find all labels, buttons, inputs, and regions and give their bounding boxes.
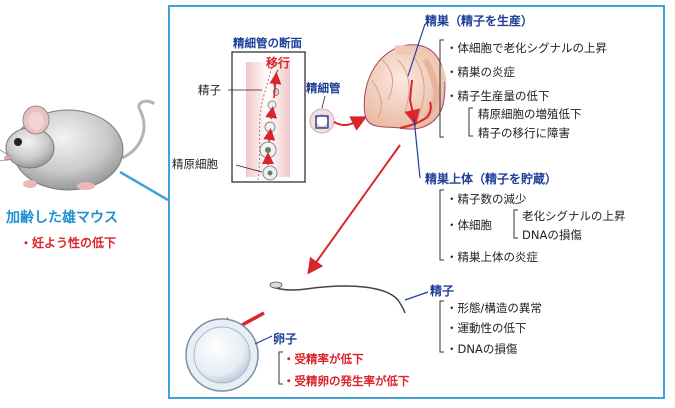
epididymis-title: 精巣上体（精子を貯蔵） bbox=[425, 172, 558, 186]
tubule-title: 精細管の断面 bbox=[233, 36, 302, 50]
tubule-closeup bbox=[309, 95, 368, 134]
epididymis-item-text: 精子数の減少 bbox=[457, 192, 527, 206]
sperm-title: 精子 bbox=[430, 284, 455, 298]
mouse-illustration bbox=[0, 99, 156, 191]
sperm-illustration bbox=[269, 281, 429, 314]
sperm-item: ・形態/構造の異常 bbox=[446, 301, 542, 315]
tubule-migration-label: 移行 bbox=[266, 56, 291, 70]
egg-item: ・受精卵の発生率が低下 bbox=[283, 374, 410, 388]
sperm-item-text: 形態/構造の異常 bbox=[457, 301, 542, 315]
mouse-point-text: 妊よう性の低下 bbox=[32, 236, 117, 250]
sperm-item-text: 運動性の低下 bbox=[457, 321, 527, 335]
tubule-sperm-label: 精子 bbox=[198, 83, 221, 97]
arrow-to-sperm bbox=[307, 144, 401, 275]
mouse-connector-line bbox=[119, 170, 169, 202]
testis-item: ・精巣の炎症 bbox=[446, 65, 516, 79]
egg-item: ・受精率が低下 bbox=[283, 352, 364, 366]
testis-title: 精巣（精子を生産） bbox=[425, 14, 534, 28]
egg-item-text: 受精率が低下 bbox=[294, 352, 364, 366]
seminiferous-tubule-label: 精細管 bbox=[306, 81, 341, 95]
egg-title: 卵子 bbox=[273, 332, 298, 346]
testis-item: ・精子生産量の低下 bbox=[446, 89, 550, 103]
mouse-title: 加齢した雄マウス bbox=[6, 210, 118, 226]
sperm-item: ・DNAの損傷 bbox=[446, 342, 518, 356]
list-brackets bbox=[278, 39, 518, 385]
epididymis-item: ・体細胞 bbox=[446, 218, 493, 232]
testis-sub-item: 精子の移行に障害 bbox=[478, 126, 570, 140]
epididymis-item-text: 精巣上体の炎症 bbox=[457, 250, 539, 264]
sperm-item: ・運動性の低下 bbox=[446, 321, 527, 335]
epididymis-item: ・精子数の減少 bbox=[446, 192, 527, 206]
testis-item-text: 精巣の炎症 bbox=[457, 65, 516, 79]
testis-item: ・体細胞で老化シグナルの上昇 bbox=[446, 41, 608, 55]
epididymis-item: ・精巣上体の炎症 bbox=[446, 250, 539, 264]
tubule-section bbox=[228, 51, 306, 183]
sperm-item-text: DNAの損傷 bbox=[457, 342, 518, 356]
epididymis-sub-item: 老化シグナルの上昇 bbox=[522, 209, 626, 223]
testis-illustration bbox=[363, 23, 447, 179]
egg-illustration bbox=[185, 318, 273, 392]
testis-sub-item: 精原細胞の増殖低下 bbox=[478, 107, 582, 121]
testis-item-text: 体細胞で老化シグナルの上昇 bbox=[457, 41, 608, 55]
testis-item-text: 精子生産量の低下 bbox=[457, 89, 550, 103]
epididymis-somatic-label: 体細胞 bbox=[457, 218, 493, 232]
mouse-point: ・妊よう性の低下 bbox=[20, 236, 117, 250]
tubule-spermatogonia-label: 精原細胞 bbox=[172, 157, 218, 171]
epididymis-sub-item: DNAの損傷 bbox=[522, 228, 582, 242]
egg-item-text: 受精卵の発生率が低下 bbox=[294, 374, 410, 388]
